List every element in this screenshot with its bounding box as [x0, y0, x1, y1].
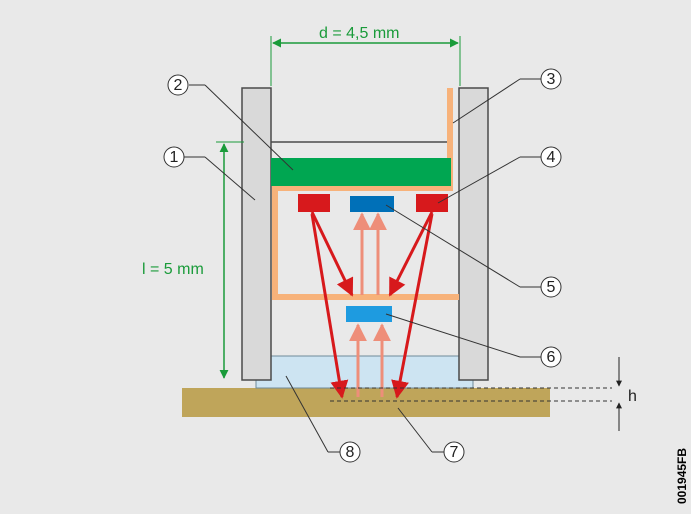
callout-4: 4	[540, 146, 562, 168]
svg-text:5: 5	[547, 279, 556, 296]
leader-7b	[397, 407, 433, 453]
housing-left-wall	[241, 87, 272, 381]
svg-text:1: 1	[170, 149, 179, 166]
leader-2b	[204, 84, 294, 171]
ray-emit-2	[388, 211, 434, 297]
housing-right-wall	[458, 87, 489, 381]
emitter-right	[416, 194, 448, 212]
h-label: h	[628, 388, 637, 405]
callout-6: 6	[540, 346, 562, 368]
figure-code: 001945FB	[675, 448, 689, 504]
svg-text:3: 3	[547, 71, 556, 88]
callout-5: 5	[540, 276, 562, 298]
width-label: d = 4,5 mm	[319, 25, 399, 42]
flex-frame	[272, 88, 459, 300]
svg-text:7: 7	[450, 444, 459, 461]
leader-4b	[437, 156, 521, 204]
callout-3: 3	[540, 68, 562, 90]
callout-8: 8	[339, 441, 361, 463]
leader-8b	[285, 375, 329, 453]
svg-text:8: 8	[346, 444, 355, 461]
target-surface	[182, 388, 550, 417]
svg-text:2: 2	[174, 77, 183, 94]
sensor-window	[255, 355, 474, 389]
leader-1b	[204, 156, 256, 201]
receiver-upper	[350, 196, 394, 212]
callout-2: 2	[167, 74, 189, 96]
leader-5b	[385, 204, 521, 288]
leader-3b	[452, 78, 521, 124]
length-label: l = 5 mm	[142, 261, 204, 278]
callout-7: 7	[443, 441, 465, 463]
leader-6b	[385, 313, 521, 358]
ray-emit-1	[310, 211, 354, 297]
pcb-board	[271, 158, 451, 186]
svg-text:6: 6	[547, 349, 556, 366]
receiver-lower	[346, 306, 392, 322]
emitter-left	[298, 194, 330, 212]
svg-text:4: 4	[547, 149, 556, 166]
ray-down-2	[391, 213, 434, 399]
ray-down-1	[310, 213, 349, 399]
callout-1: 1	[163, 146, 185, 168]
